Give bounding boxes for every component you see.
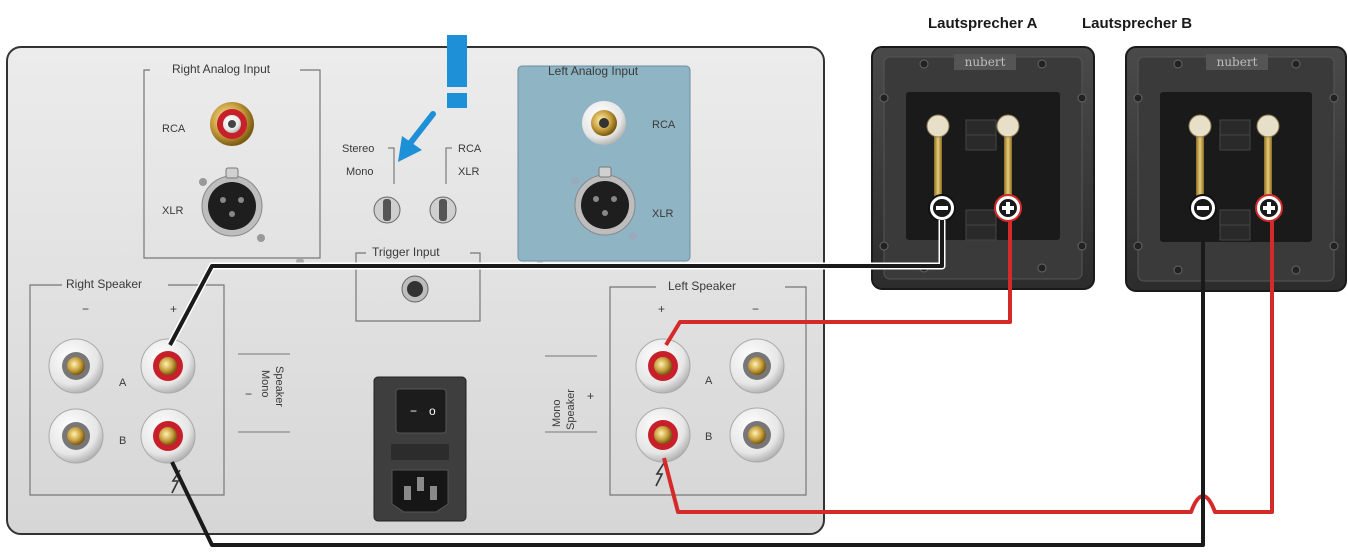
left-terminal-a-plus[interactable] [635,338,691,394]
stereo-label: Stereo [342,143,374,155]
left-terminal-b-plus[interactable] [635,407,691,463]
trigger-input-label: Trigger Input [372,245,440,259]
left-analog-input-label: Left Analog Input [548,64,639,78]
trigger-input-section: Trigger Input [355,245,481,322]
speaker-a-minus-terminal[interactable] [928,194,956,222]
speaker-b-minus-terminal[interactable] [1189,194,1217,222]
left-speaker-plus: + [658,302,665,316]
right-rca-jack[interactable] [210,102,254,146]
right-xlr-label: XLR [162,205,183,217]
amplifier-back-panel: Right Analog Input RCA XLR [6,35,825,535]
right-terminal-b-minus[interactable] [48,408,104,464]
cable-red-speaker-a [664,220,1012,347]
right-speaker-plus: + [170,302,177,316]
speaker-b-terminal-plate: nubert [1125,46,1347,292]
rca-select-label: RCA [458,143,482,155]
rca-xlr-toggle[interactable] [429,196,457,224]
right-rca-label: RCA [162,123,186,135]
trigger-input-jack[interactable] [401,275,429,303]
power-module: − o [373,376,467,522]
left-speaker-minus: − [752,302,759,316]
left-rca-jack[interactable] [582,101,626,145]
right-terminal-a-plus[interactable] [140,338,196,394]
left-speaker-section: Left Speaker + − A B [609,279,807,496]
right-analog-input-label: Right Analog Input [172,62,271,76]
right-terminal-b-plus[interactable] [140,408,196,464]
left-mono-text: Mono [551,399,563,427]
power-inlet[interactable] [391,469,449,513]
right-row-b-label: B [119,435,126,447]
power-on-glyph: − [410,404,417,418]
speaker-a-terminal-plate: nubert [871,46,1095,290]
left-terminal-b-minus[interactable] [729,407,785,463]
speaker-b-brand-badge [1206,54,1268,70]
speaker-a-title: Lautsprecher A [928,15,1038,32]
right-row-a-label: A [119,377,127,389]
right-speaker-minus: − [82,302,89,316]
speaker-a-plus-terminal[interactable] [994,194,1022,222]
left-xlr-label: XLR [652,208,673,220]
right-mono-speaker-legend: Mono Speaker − [238,353,290,433]
right-speaker-label: Right Speaker [66,277,142,291]
input-mode-switches: Stereo Mono RCA XLR [342,143,482,224]
right-analog-input-section: Right Analog Input RCA XLR [143,62,321,266]
speaker-b-brand: nubert [1217,55,1258,69]
right-mono-text: Mono [259,370,271,398]
right-xlr-jack[interactable] [201,167,263,237]
left-speaker-bridge-icon [655,462,665,487]
left-xlr-jack[interactable] [574,166,636,236]
speaker-b-title: Lautsprecher B [1082,15,1192,32]
left-analog-input-section: Left Analog Input RCA XLR [517,64,691,269]
speaker-b-plus-terminal[interactable] [1255,194,1283,222]
power-switch[interactable]: − o [395,388,447,434]
right-speaker-text: Speaker [273,366,285,407]
attention-marker-icon [398,35,467,162]
left-row-b-label: B [705,431,712,443]
stereo-mono-toggle[interactable] [373,196,401,224]
speaker-a-brand: nubert [965,55,1006,69]
left-row-a-label: A [705,375,713,387]
left-mono-plus: + [587,389,594,403]
right-mono-minus: − [245,387,252,401]
power-off-glyph: o [429,404,436,418]
left-speaker-text: Speaker [565,389,577,430]
left-rca-label: RCA [652,119,676,131]
speaker-a-brand-badge [954,54,1016,70]
right-speaker-section: Right Speaker − + A B [29,277,225,496]
left-mono-speaker-legend: Mono Speaker + [545,355,597,433]
xlr-select-label: XLR [458,166,479,178]
mono-label: Mono [346,166,374,178]
right-terminal-a-minus[interactable] [48,338,104,394]
cable-black-speaker-b [170,220,1205,547]
speaker-cables [166,220,1274,547]
left-terminal-a-minus[interactable] [729,338,785,394]
left-speaker-label: Left Speaker [668,279,736,293]
